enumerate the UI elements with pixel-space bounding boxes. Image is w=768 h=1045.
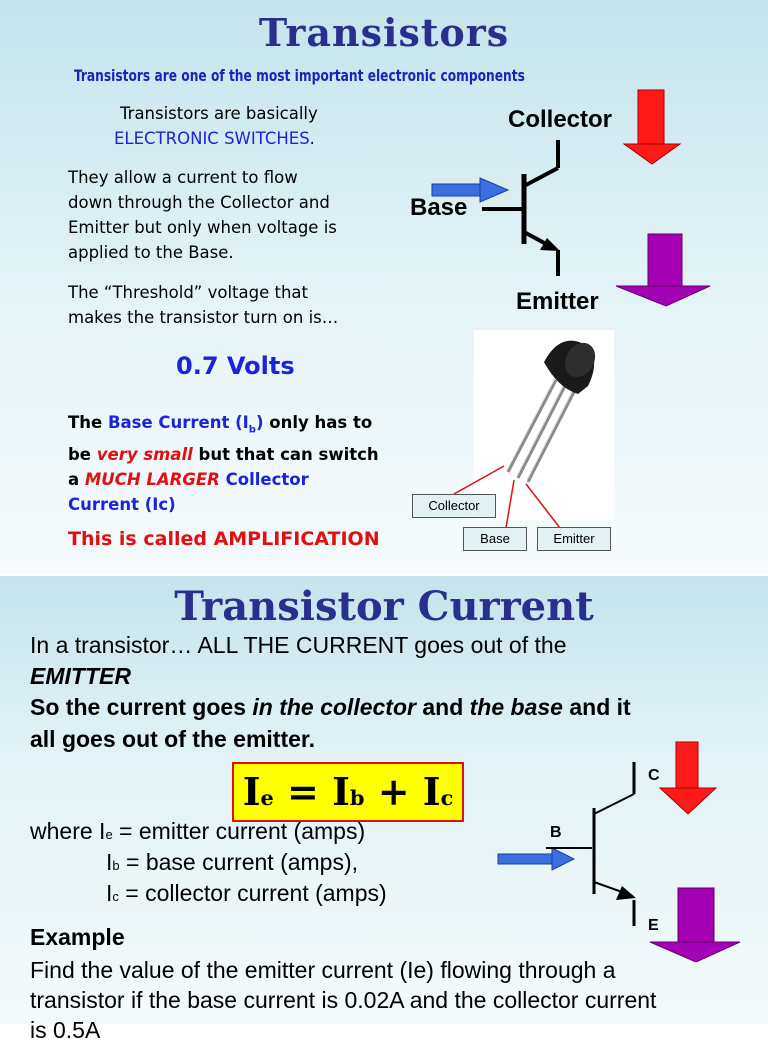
definition-line: Ic = collector current (amps) [106,880,387,907]
emphasis: in the collector [252,694,416,720]
emitter-arrowhead [616,886,636,900]
text: and it [562,694,631,720]
electronic-switches-text: ELECTRONIC SWITCHES [114,129,310,148]
text: = base current (amps), [119,849,359,875]
base-letter: B [550,824,562,841]
symbol: I [106,849,113,875]
symbol: I [242,769,261,814]
intro-highlight: ELECTRONIC SWITCHES. [114,126,315,151]
base-input-arrow [497,847,576,871]
subscript: b [112,858,120,873]
threshold-voltage: 0.7 Volts [176,352,295,380]
collector-diagonal [593,793,635,815]
emitter-word: EMITTER [30,663,131,689]
symbol: I [99,818,106,844]
collector-current-arrow [658,741,718,815]
transistor-symbol-diagram [431,89,711,307]
slide1-title: Transistors [258,10,510,55]
photo-emitter-tag: Emitter [537,527,611,551]
problem-line: transistor if the base current is 0.02A … [30,987,657,1013]
paragraph-line: down through the Collector and [68,193,330,212]
collector-text: Collector [219,470,309,490]
emitter-arrowhead [540,238,560,251]
slide2-title: Transistor Current [174,583,594,630]
transistor-symbol-diagram-2 [497,741,741,962]
text: where [30,818,100,844]
operator: = [273,769,333,814]
text: ) [255,413,264,432]
paragraph-line: The Base Current (Ib) only has to [68,410,379,442]
subscript: e [260,785,274,810]
transistor-photo [474,330,614,520]
example-problem: Find the value of the emitter current (I… [30,955,656,1045]
paragraph-line: Emitter but only when voltage is [68,218,337,237]
base-input-arrow [431,177,510,203]
paragraph-line: applied to the Base. [68,243,234,262]
emitter-diagonal [593,881,623,893]
text: Base Current (I [107,413,249,432]
subscript: b [349,785,365,810]
emphasis: the base [469,694,563,720]
definition-line: Ib = base current (amps), [106,849,358,876]
problem-line: is 0.5A [30,1017,101,1043]
emitter-label: Emitter [516,288,599,315]
text: and [415,694,470,720]
text: but that can switch [192,445,379,465]
example-heading: Example [30,924,125,950]
current-path-line: So the current goes in the collector and… [30,694,631,721]
symbol: I [106,880,113,906]
current-flow-paragraph: They allow a current to flow down throug… [68,165,337,265]
intro-line: Transistors are basically [120,104,318,123]
paragraph-line: be very small but that can switch [68,442,379,467]
emitter-current-arrow [615,233,711,307]
paragraph-line: a MUCH LARGER Collector [68,467,379,492]
text: a [68,470,85,490]
base-label: Base [410,194,468,221]
text: The [68,413,108,432]
pin-pointer-lines [453,465,561,529]
paragraph-line: The “Threshold” voltage that [68,283,308,302]
paragraph-line: They allow a current to flow [68,168,298,187]
emitter-letter: E [648,917,659,934]
emitter-statement-line: In a transistor… ALL THE CURRENT goes ou… [30,632,567,658]
collector-letter: C [648,767,660,784]
text: = collector current (amps) [118,880,387,906]
subscript: b [248,424,256,436]
text: only has to [263,413,373,432]
emitter-diagonal [523,230,549,247]
subscript: e [105,827,113,842]
emitter-current-arrow [649,887,741,962]
photo-collector-tag: Collector [412,494,496,518]
problem-line: Find the value of the emitter current (I… [30,957,616,983]
amplification-statement: This is called AMPLIFICATION [68,528,380,550]
collector-label: Collector [508,106,613,133]
very-small-text: very small [96,445,193,465]
text: be [68,445,97,465]
symbol: I [422,769,441,814]
subscript: c [440,785,454,810]
current-equation: Ie = Ib + Ic [232,762,464,822]
collector-current-arrow [622,89,682,165]
collector-diagonal [523,166,559,188]
paragraph-line: makes the transistor turn on is… [68,308,339,327]
much-larger-text: MUCH LARGER [84,470,220,490]
slide1-subtitle: Transistors are one of the most importan… [74,66,525,85]
base-current-paragraph: The Base Current (Ib) only has to be ver… [68,410,379,517]
photo-base-tag: Base [463,527,527,551]
definition-line: where Ie = emitter current (amps) [30,818,365,845]
base-current-text: Base Current (Ib) [107,413,264,436]
symbol: I [332,769,350,814]
period: . [309,129,315,148]
operator: + [364,769,423,814]
subscript: c [112,889,119,904]
current-path-line-2: all goes out of the emitter. [30,726,315,752]
text: = emitter current (amps) [112,818,366,844]
text: So the current goes [30,694,253,720]
threshold-paragraph: The “Threshold” voltage that makes the t… [68,280,338,330]
collector-current-text: Current (Ic) [68,495,176,515]
